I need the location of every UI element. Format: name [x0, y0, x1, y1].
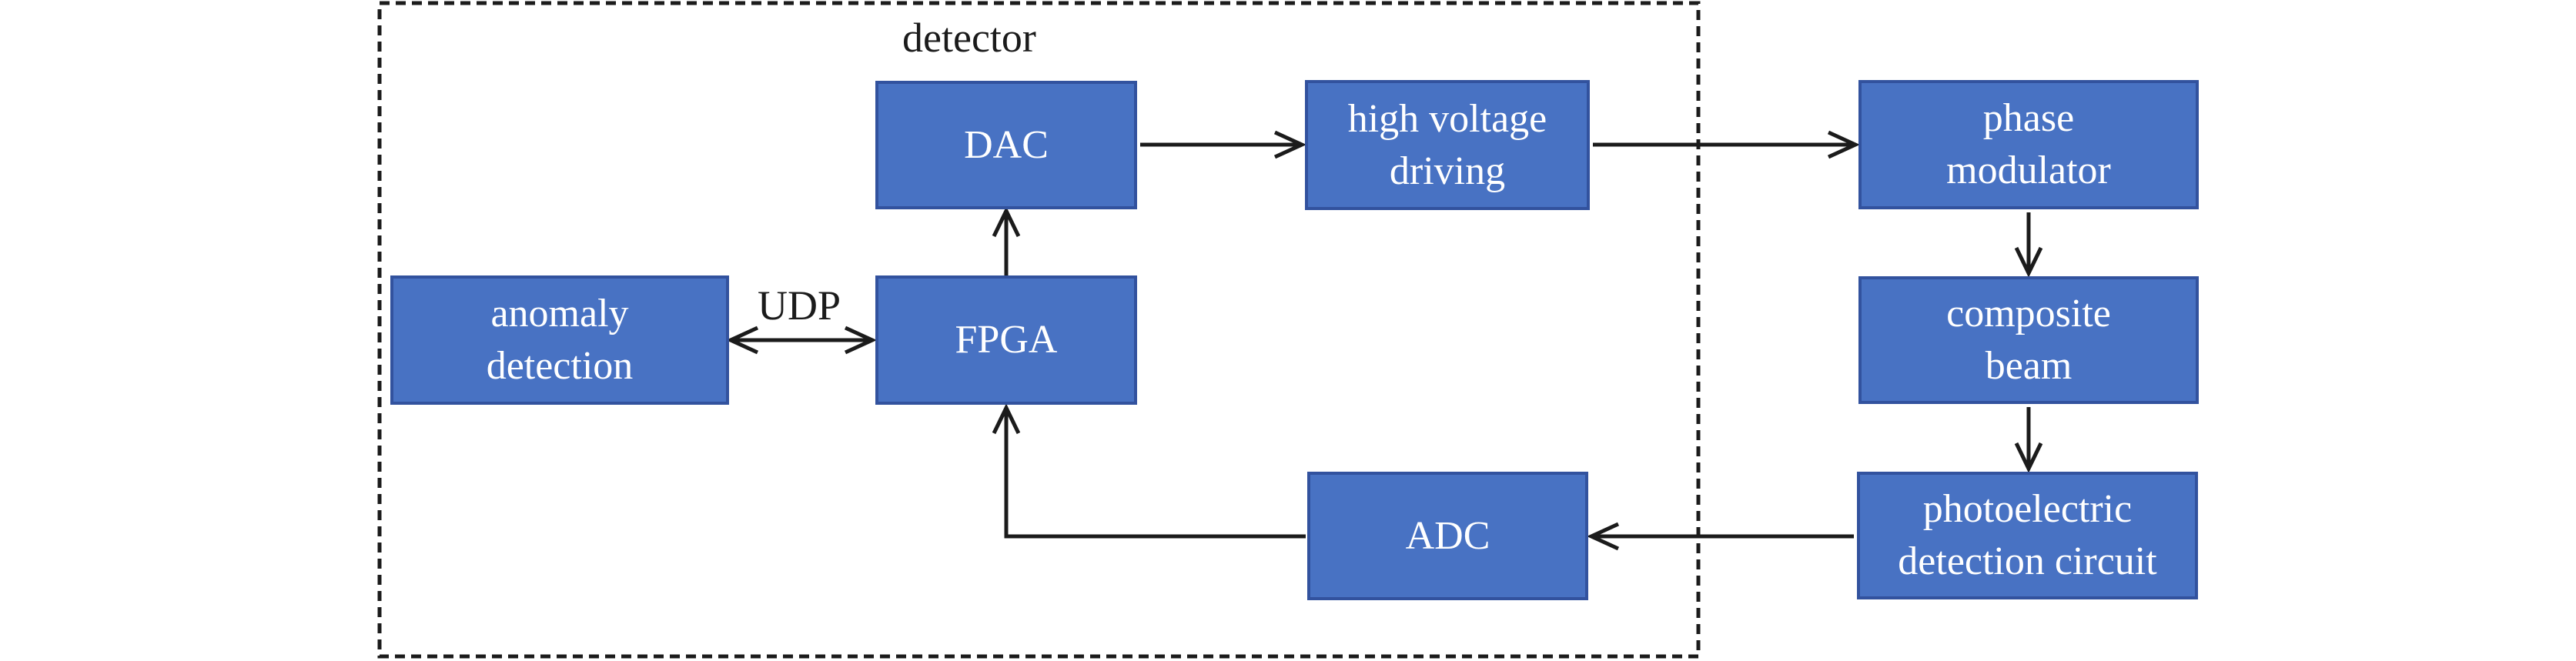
node-composite-beam: composite beam — [1858, 276, 2199, 404]
arrow-composite-beam-to-photoelectric — [2014, 407, 2043, 473]
arrow-photoelectric-to-adc — [1586, 522, 1854, 551]
node-adc: ADC — [1307, 472, 1588, 600]
node-phase-modulator: phase modulator — [1858, 80, 2199, 209]
node-fpga: FPGA — [875, 275, 1137, 405]
arrow-dac-to-high-voltage — [1140, 130, 1307, 159]
node-anomaly-detection: anomaly detection — [390, 275, 729, 405]
detector-label: detector — [902, 15, 1036, 61]
node-photoelectric-detection-circuit: photoelectric detection circuit — [1857, 472, 2198, 599]
arrow-high-voltage-to-phase-modulator — [1593, 130, 1861, 159]
node-high-voltage-driving: high voltage driving — [1305, 80, 1590, 210]
arrow-anomaly-udp-fpga — [725, 325, 878, 355]
node-dac: DAC — [875, 81, 1137, 209]
arrow-phase-modulator-to-composite-beam — [2014, 212, 2043, 278]
udp-label: UDP — [758, 282, 841, 329]
arrow-adc-to-fpga — [992, 403, 1306, 539]
arrow-fpga-to-dac — [992, 206, 1021, 275]
